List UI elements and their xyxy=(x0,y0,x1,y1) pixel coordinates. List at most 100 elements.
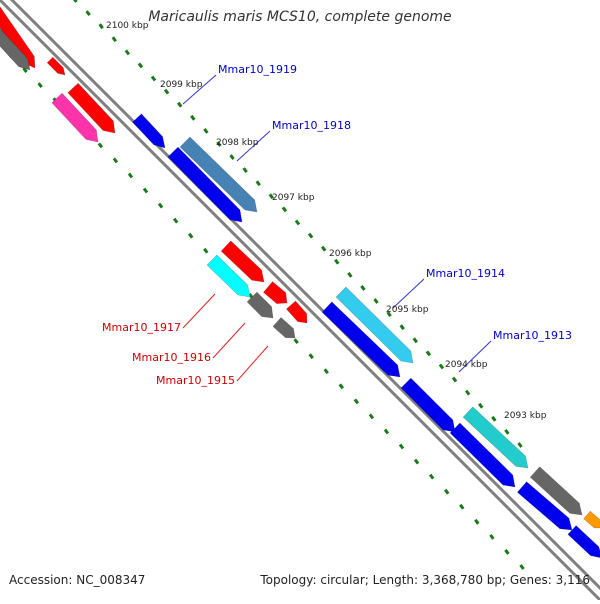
gene-feature-arrow xyxy=(400,377,456,433)
gene-feature-arrow xyxy=(51,92,99,143)
tick-mark xyxy=(386,311,392,318)
gene-feature-arrow xyxy=(67,82,116,134)
tick-mark xyxy=(293,338,299,345)
gene-callout-line xyxy=(236,130,271,162)
gene-callout-line xyxy=(212,322,246,359)
tick-mark xyxy=(142,187,149,194)
tick-mark xyxy=(111,36,117,43)
tick-mark xyxy=(281,206,288,213)
tick-mark xyxy=(425,350,432,357)
tick-mark xyxy=(177,101,183,108)
gene-feature-arrow xyxy=(132,113,166,149)
tick-mark xyxy=(360,285,366,291)
tick-mark xyxy=(338,383,344,390)
gene-callout-line xyxy=(182,293,216,329)
kbp-scale-label: 2094 kbp xyxy=(445,360,488,370)
tick-mark xyxy=(459,503,465,510)
tick-mark xyxy=(255,180,261,187)
tick-mark xyxy=(294,219,301,226)
gene-feature-arrow xyxy=(583,510,600,529)
gene-feature-arrow xyxy=(179,136,258,213)
tick-mark xyxy=(127,172,134,179)
tick-mark xyxy=(73,0,78,3)
gene-callout-line xyxy=(236,345,269,382)
tick-mark xyxy=(504,429,510,435)
gene-feature-arrow xyxy=(529,466,583,516)
tick-mark xyxy=(413,458,420,465)
tick-mark xyxy=(399,324,405,331)
tick-mark xyxy=(203,127,209,134)
gene-feature-arrow xyxy=(286,300,308,324)
tick-mark xyxy=(368,413,375,420)
kbp-scale-label: 2096 kbp xyxy=(329,249,372,259)
tick-mark xyxy=(137,62,144,69)
tick-mark xyxy=(37,82,43,89)
gene-label[interactable]: Mmar10_1917 xyxy=(102,321,181,334)
kbp-scale-label: 2098 kbp xyxy=(216,138,259,148)
tick-mark xyxy=(98,23,104,30)
tick-mark xyxy=(519,564,525,570)
gene-feature-arrow xyxy=(46,56,66,76)
tick-mark xyxy=(163,88,170,95)
gene-feature-arrow xyxy=(263,281,288,304)
tick-mark xyxy=(97,142,104,149)
gene-feature-arrow xyxy=(220,240,265,283)
gene-callout-line xyxy=(458,340,492,373)
gene-label[interactable]: Mmar10_1913 xyxy=(493,329,572,342)
tick-mark xyxy=(268,193,275,200)
gene-label[interactable]: Mmar10_1919 xyxy=(218,63,297,76)
gene-feature-arrow xyxy=(462,406,529,469)
tick-mark xyxy=(216,141,222,147)
tick-mark xyxy=(383,428,390,435)
gene-feature-arrow xyxy=(449,422,516,488)
gene-label[interactable]: Mmar10_1915 xyxy=(156,374,235,387)
tick-mark xyxy=(398,443,405,450)
gene-feature-arrow xyxy=(0,28,31,71)
tick-mark xyxy=(478,402,484,409)
tick-mark xyxy=(334,258,340,265)
gene-feature-arrow xyxy=(167,146,243,223)
tick-mark xyxy=(451,376,458,383)
tick-mark xyxy=(112,157,119,164)
tick-mark xyxy=(491,415,497,422)
tick-mark xyxy=(412,337,418,344)
tick-mark xyxy=(150,75,157,82)
tick-mark xyxy=(85,10,91,16)
gene-label[interactable]: Mmar10_1914 xyxy=(426,267,505,280)
kbp-scale-label: 2093 kbp xyxy=(504,411,547,421)
accession-text: Accession: NC_008347 xyxy=(9,573,146,587)
tick-mark xyxy=(320,245,327,252)
gene-feature-arrow xyxy=(516,481,573,531)
tick-mark xyxy=(373,298,379,304)
kbp-scale-label: 2097 kbp xyxy=(272,193,315,203)
tick-mark xyxy=(489,533,495,540)
gene-feature-arrow xyxy=(567,525,600,558)
tick-mark xyxy=(229,154,235,160)
tick-mark xyxy=(444,488,450,495)
tick-mark xyxy=(203,247,209,254)
tick-mark xyxy=(353,398,360,405)
tick-mark xyxy=(347,271,353,278)
tick-mark xyxy=(188,232,194,239)
kbp-scale-label: 2100 kbp xyxy=(106,21,149,31)
gene-feature-arrow xyxy=(272,317,296,339)
tick-mark xyxy=(464,389,471,396)
tick-mark xyxy=(438,363,445,370)
map-title: Maricaulis maris MCS10, complete genome xyxy=(148,9,452,25)
gene-label[interactable]: Mmar10_1918 xyxy=(272,119,351,132)
tick-mark xyxy=(517,442,523,448)
gene-label[interactable]: Mmar10_1916 xyxy=(132,351,211,364)
tick-mark xyxy=(242,167,248,174)
tick-mark xyxy=(307,232,314,239)
tick-mark xyxy=(504,549,510,555)
genome-summary-text: Topology: circular; Length: 3,368,780 bp… xyxy=(260,573,590,587)
tick-mark xyxy=(428,473,435,480)
kbp-scale-label: 2095 kbp xyxy=(386,305,429,315)
tick-mark xyxy=(124,49,131,56)
